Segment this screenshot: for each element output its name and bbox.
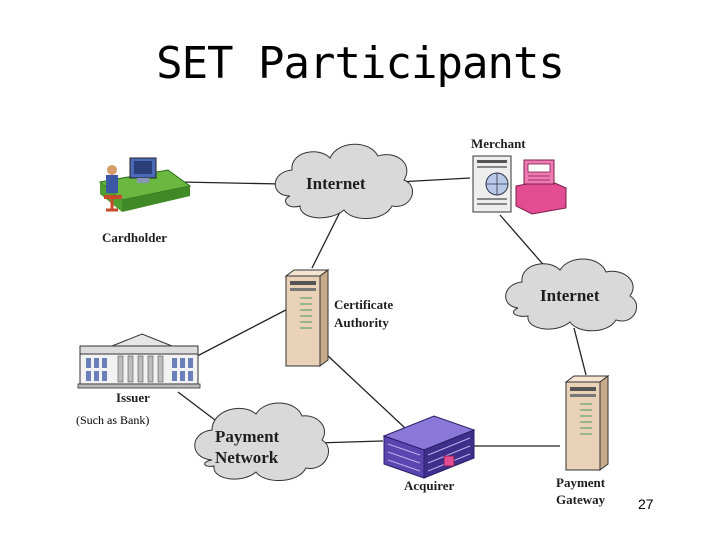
gateway-label-line1: Payment — [556, 475, 606, 490]
payment-network-label-line1: Payment — [215, 427, 280, 446]
acquirer-building-icon — [382, 415, 476, 479]
line-ca-issuer — [179, 299, 306, 366]
internet-right-label: Internet — [540, 286, 600, 305]
ca-label-line1: Certificate — [334, 297, 393, 312]
internet-top-label: Internet — [306, 174, 366, 193]
line-merchant-internet — [499, 214, 549, 271]
payment-network-cloud — [194, 402, 329, 482]
payment-gateway-server-icon — [564, 375, 610, 471]
issuer-bank-icon — [77, 333, 201, 389]
merchant-icon — [472, 155, 567, 215]
certificate-authority-server-icon — [284, 269, 330, 367]
ca-label-line2: Authority — [334, 315, 389, 330]
gateway-label-line2: Gateway — [556, 492, 606, 507]
cardholder-icon — [98, 157, 192, 212]
payment-network-label-line2: Network — [215, 448, 279, 467]
page-title: SET Participants — [156, 38, 565, 89]
issuer-note: (Such as Bank) — [76, 413, 149, 427]
line-cardholder-internet — [179, 181, 283, 185]
line-ca-acquirer — [326, 354, 406, 429]
issuer-label: Issuer — [116, 390, 150, 405]
internet-cloud-right — [505, 258, 637, 332]
merchant-label: Merchant — [471, 136, 526, 151]
line-internet-gateway — [573, 327, 587, 376]
acquirer-label: Acquirer — [404, 478, 455, 493]
internet-cloud-top — [274, 143, 414, 220]
line-internet-ca — [311, 211, 341, 269]
page-number: 27 — [638, 496, 654, 512]
cardholder-label: Cardholder — [102, 230, 167, 245]
line-internet-merchant — [397, 177, 471, 183]
line-issuer-network — [177, 391, 216, 421]
